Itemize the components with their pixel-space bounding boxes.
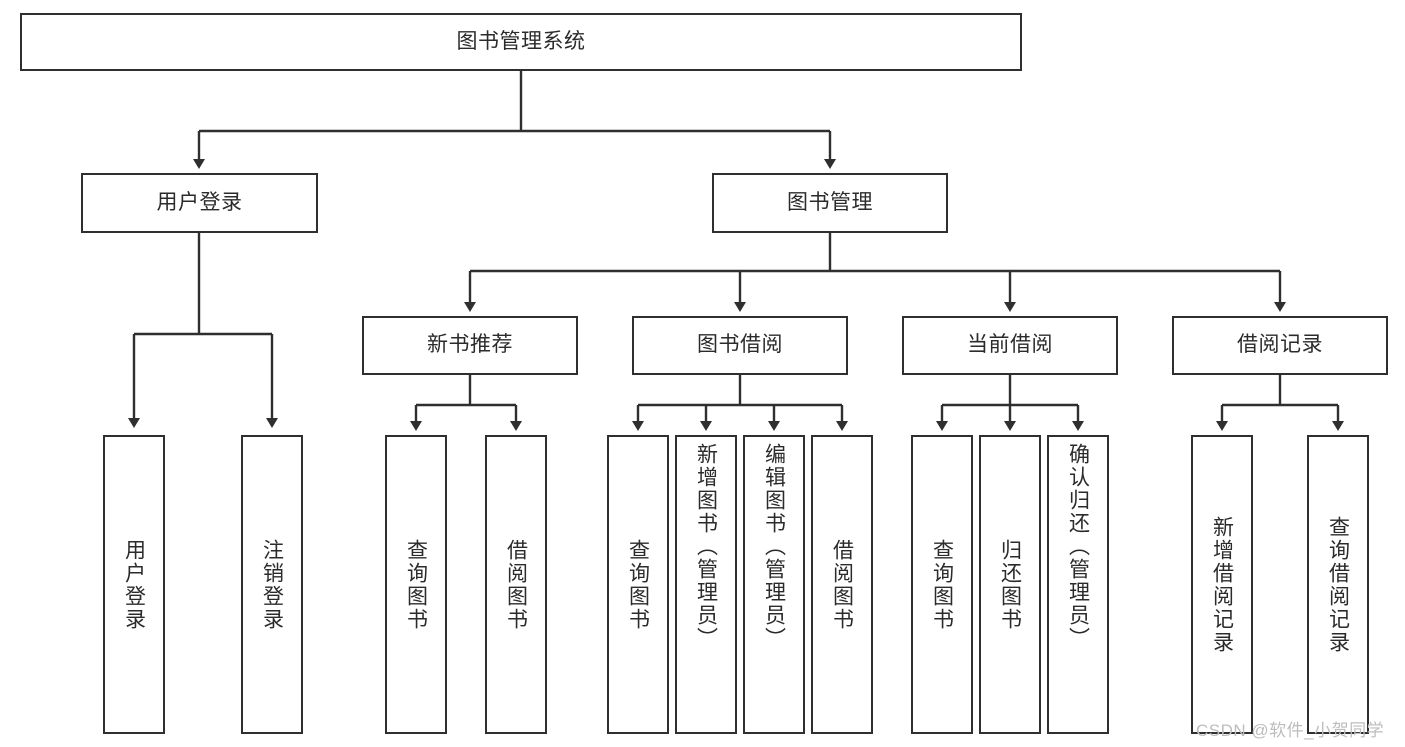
node-label: 确认归还（管理员） xyxy=(1066,443,1090,650)
node-label: 编辑图书（管理员） xyxy=(762,443,786,650)
node-label: 图书管理系统 xyxy=(456,29,586,53)
leaf-confirm-return-admin[interactable]: 确认归还（管理员） xyxy=(1047,435,1109,734)
leaf-return-book[interactable]: 归还图书 xyxy=(979,435,1041,734)
node-label: 新增图书（管理员） xyxy=(694,443,718,650)
node-label: 当前借阅 xyxy=(967,333,1053,357)
node-current-borrow[interactable]: 当前借阅 xyxy=(902,316,1118,375)
node-label: 借阅图书 xyxy=(504,538,528,631)
node-label: 用户登录 xyxy=(122,538,146,631)
leaf-query-book-current[interactable]: 查询图书 xyxy=(911,435,973,734)
node-label: 查询图书 xyxy=(404,538,428,631)
node-label: 借阅图书 xyxy=(830,538,854,631)
node-label: 图书借阅 xyxy=(697,333,783,357)
node-label: 用户登录 xyxy=(156,190,243,214)
node-new-book-recommend[interactable]: 新书推荐 xyxy=(362,316,578,375)
leaf-edit-book-admin[interactable]: 编辑图书（管理员） xyxy=(743,435,805,734)
leaf-user-login[interactable]: 用户登录 xyxy=(103,435,165,734)
node-label: 查询借阅记录 xyxy=(1326,515,1350,654)
node-label: 新增借阅记录 xyxy=(1210,515,1234,654)
leaf-query-borrow-record[interactable]: 查询借阅记录 xyxy=(1307,435,1369,734)
leaf-borrow-book-new[interactable]: 借阅图书 xyxy=(485,435,547,734)
node-label: 查询图书 xyxy=(626,538,650,631)
node-label: 图书管理 xyxy=(787,190,873,214)
leaf-borrow-book-borrow[interactable]: 借阅图书 xyxy=(811,435,873,734)
node-label: 查询图书 xyxy=(930,538,954,631)
node-book-borrow[interactable]: 图书借阅 xyxy=(632,316,848,375)
leaf-query-book-borrow[interactable]: 查询图书 xyxy=(607,435,669,734)
node-label: 借阅记录 xyxy=(1237,333,1323,357)
leaf-logout-login[interactable]: 注销登录 xyxy=(241,435,303,734)
node-label: 注销登录 xyxy=(260,538,284,631)
csdn-watermark: CSDN @软件_小贺同学 xyxy=(1196,721,1385,740)
node-label: 新书推荐 xyxy=(427,333,513,357)
leaf-add-borrow-record[interactable]: 新增借阅记录 xyxy=(1191,435,1253,734)
leaf-add-book-admin[interactable]: 新增图书（管理员） xyxy=(675,435,737,734)
node-user-login[interactable]: 用户登录 xyxy=(81,173,318,233)
node-book-management[interactable]: 图书管理 xyxy=(712,173,948,233)
leaf-query-book-new[interactable]: 查询图书 xyxy=(385,435,447,734)
node-label: 归还图书 xyxy=(998,538,1022,631)
node-borrow-record[interactable]: 借阅记录 xyxy=(1172,316,1388,375)
node-system-title[interactable]: 图书管理系统 xyxy=(20,13,1022,71)
